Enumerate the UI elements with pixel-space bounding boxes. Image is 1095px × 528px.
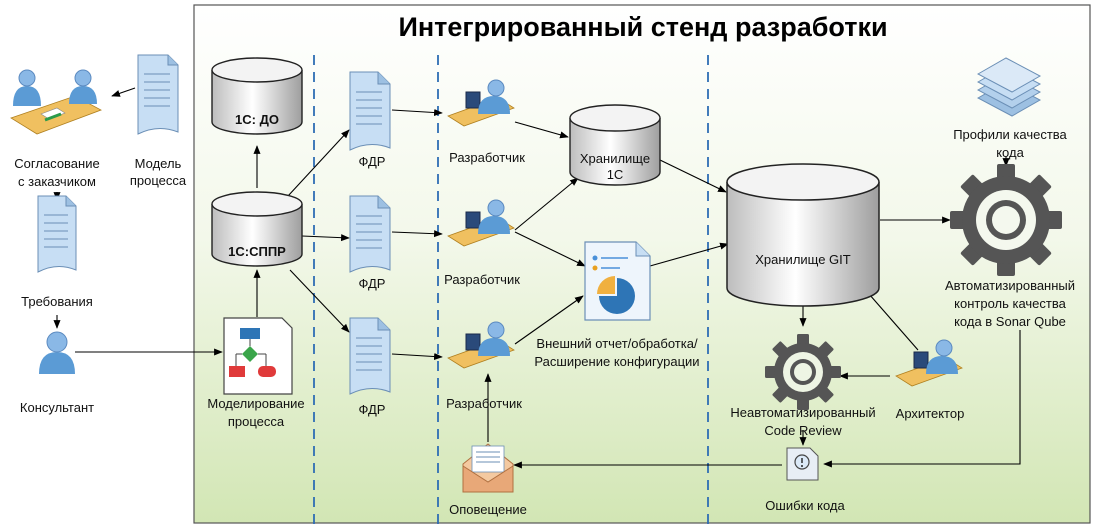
connectors: [53, 87, 1021, 469]
developer-workstation-icon-1: [447, 79, 515, 127]
approval-label-1: Согласование: [14, 156, 99, 171]
auto-control-label-2: контроль качества: [954, 296, 1066, 311]
storage-1c-label-1: Хранилище: [580, 151, 650, 166]
profiles-stack-icon: [976, 57, 1042, 117]
notification-label: Оповещение: [449, 502, 527, 517]
storage-1c-label-2: 1С: [607, 167, 624, 182]
auto-control-label-1: Автоматизированный: [945, 278, 1075, 293]
external-report-label-1: Внешний отчет/обработка/: [536, 336, 698, 351]
storage-1c-icon: [569, 104, 661, 186]
auto-control-gear-icon: [950, 164, 1062, 276]
modeling-label-1: Моделирование: [207, 396, 304, 411]
modeling-label-2: процесса: [228, 414, 285, 429]
manual-review-label-1: Неавтоматизированный: [730, 405, 875, 420]
external-report-icon: [584, 241, 651, 321]
developer-label-3: Разработчик: [446, 396, 522, 411]
code-errors-label: Ошибки кода: [765, 498, 845, 513]
storage-git-label: Хранилище GIT: [755, 252, 851, 267]
fdr-doc-icon-1: [349, 71, 391, 151]
manual-review-gear-icon: [765, 334, 841, 410]
developer-workstation-icon-3: [447, 321, 515, 369]
fdr-label-1: ФДР: [359, 154, 386, 169]
db-1c-do-label: 1С: ДО: [235, 112, 279, 127]
external-report-label-2: Расширение конфигурации: [534, 354, 699, 369]
model-doc-label-1: Модель: [135, 156, 182, 171]
storage-git-icon: [726, 163, 880, 307]
approval-label-2: с заказчиком: [18, 174, 96, 189]
architect-label: Архитектор: [896, 406, 965, 421]
requirements-label: Требования: [21, 294, 93, 309]
fdr-doc-icon-2: [349, 195, 391, 273]
modeling-flowchart-icon: [223, 317, 293, 395]
profiles-label-1: Профили качества: [953, 127, 1067, 142]
auto-control-label-3: кода в Sonar Qube: [954, 314, 1066, 329]
fdr-label-3: ФДР: [359, 402, 386, 417]
page-title: Интегрированный стенд разработки: [398, 12, 887, 42]
fdr-doc-icon-3: [349, 317, 391, 395]
fdr-label-2: ФДР: [359, 276, 386, 291]
consultant-label: Консультант: [20, 400, 94, 415]
approval-meeting-icon: [10, 69, 102, 135]
developer-workstation-icon-2: [447, 199, 515, 247]
consultant-person-icon: [39, 331, 75, 374]
lane-separators: [313, 55, 709, 528]
profiles-label-2: кода: [996, 145, 1024, 160]
developer-label-2: Разработчик: [444, 272, 520, 287]
developer-label-1: Разработчик: [449, 150, 525, 165]
code-errors-icon: [786, 447, 819, 481]
manual-review-label-2: Code Review: [764, 423, 842, 438]
notification-envelope-icon: [462, 443, 514, 493]
model-doc-icon: [137, 54, 179, 135]
requirements-doc-icon: [37, 195, 77, 273]
db-1c-sppr-label: 1С:СППР: [228, 244, 286, 259]
architect-workstation-icon: [895, 339, 963, 387]
model-doc-label-2: процесса: [130, 173, 187, 188]
db-1c-sppr-icon: [211, 191, 303, 267]
db-1c-do-icon: [211, 57, 303, 135]
